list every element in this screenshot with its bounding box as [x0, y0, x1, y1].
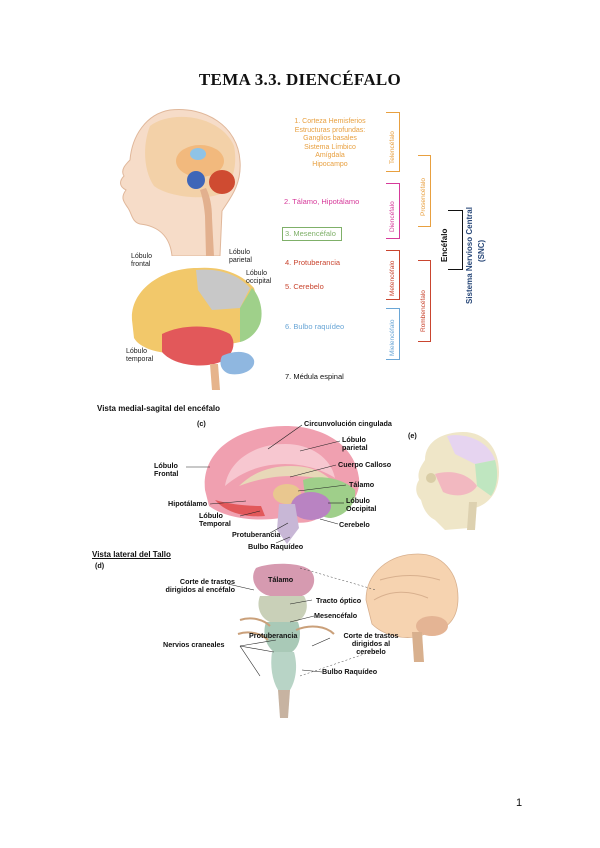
bracket-encefalo — [448, 210, 463, 270]
label-diencefalo: Diencéfalo — [389, 201, 396, 232]
label-snc-line1: Sistema Nervioso Central — [465, 207, 474, 304]
stem-label-corte-encefalo: Corte de trastos dirigidos al encéfalo — [165, 577, 236, 594]
item7-label: 7. Médula espinal — [285, 372, 344, 381]
lobe-label-temporal: Lóbulo temporal — [126, 348, 154, 363]
marker-e: (e) — [408, 431, 417, 440]
sag-label-cingulada: Circunvolución cingulada — [304, 419, 392, 428]
lobe-label-frontal: Lóbulo frontal — [131, 253, 153, 268]
label-encefalo: Encéfalo — [440, 228, 449, 262]
item2-label: 2. Tálamo, Hipotálamo — [284, 197, 360, 206]
item1-list: 1. Corteza Hemisferios Estructuras profu… — [282, 118, 378, 170]
item1-line-4: Sistema Límbico — [304, 143, 356, 151]
marker-c: (c) — [197, 419, 206, 428]
brainstem-figure — [237, 563, 335, 718]
item5-label: 5. Cerebelo — [285, 282, 324, 291]
page-number: 1 — [516, 797, 523, 809]
sag-label-parietal: Lóbulo parietal — [342, 435, 368, 452]
sag-label-hipotalamo: Hipotálamo — [168, 499, 208, 508]
stem-label-mesencefalo: Mesencéfalo — [314, 611, 358, 620]
page-title: TEMA 3.3. DIENCÉFALO — [198, 70, 402, 89]
item1-line-6: Hipocampo — [312, 160, 348, 168]
head-profile-figure — [120, 108, 241, 256]
section-title-stem: Vista lateral del Tallo — [92, 550, 171, 559]
bracket-mielencefalo — [386, 308, 400, 360]
label-mielencefalo: Mielencéfalo — [389, 319, 396, 357]
item1-line-5: Amígdala — [315, 152, 345, 160]
label-metencefalo: Metencéfalo — [389, 260, 396, 296]
item1-line-1: 1. Corteza Hemisferios — [294, 118, 366, 125]
bracket-telencefalo — [386, 112, 400, 172]
sag-label-temporal: Lóbulo Temporal — [199, 511, 231, 528]
bracket-prosencefalo — [418, 155, 431, 227]
sagittal-leader-lines — [186, 424, 347, 544]
label-prosencefalo: Prosencéfalo — [420, 178, 427, 216]
sag-label-cerebelo: Cerebelo — [339, 520, 370, 529]
sag-label-occipital: Lóbulo Occipital — [346, 496, 377, 513]
marker-d: (d) — [95, 561, 105, 570]
item1-line-3: Ganglios basales — [303, 135, 357, 143]
label-telencefalo: Telencéfalo — [389, 131, 396, 164]
sag-label-calloso: Cuerpo Calloso — [338, 460, 392, 469]
stem-label-talamo: Tálamo — [268, 575, 294, 584]
sag-label-talamo: Tálamo — [349, 480, 375, 489]
bracket-rombencefalo — [418, 260, 431, 342]
sag-label-bulbo: Bulbo Raquídeo — [248, 542, 304, 551]
bracket-mesencefalo — [282, 227, 342, 241]
stem-label-bulbo: Bulbo Raquídeo — [322, 667, 378, 676]
item3-label: 3. Mesencéfalo — [285, 229, 336, 238]
stem-label-nervios: Nervios craneales — [163, 640, 225, 649]
brain-lobes-figure — [131, 267, 262, 390]
item1-line-2: Estructuras profundas: — [294, 126, 366, 134]
bracket-metencefalo — [386, 250, 400, 300]
item4-label: 4. Protuberancia — [285, 258, 341, 267]
lobe-label-parietal: Lóbulo parietal — [229, 249, 252, 264]
section-title-sagittal: Vista medial-sagital del encéfalo — [97, 404, 221, 413]
skull-figure — [416, 432, 499, 530]
label-rombencefalo: Rombencéfalo — [420, 290, 427, 332]
sagittal-brain-figure — [204, 426, 360, 544]
stem-label-tracto: Tracto óptico — [316, 596, 362, 605]
lobe-label-occipital: Lóbulo occipital — [246, 270, 272, 285]
label-snc-line2: (SNC) — [477, 239, 486, 262]
sag-label-protuberancia: Protuberancia — [232, 530, 281, 539]
stem-label-corte-cerebelo: Corte de trastos dirigidos al cerebelo — [343, 631, 399, 656]
stem-leader-lines — [227, 567, 377, 677]
bracket-diencefalo — [386, 183, 400, 239]
lateral-brain-figure — [365, 553, 459, 662]
stem-label-protuberancia: Protuberancia — [249, 631, 298, 640]
item6-label: 6. Bulbo raquídeo — [285, 322, 345, 331]
sag-label-frontal: Lóbulo Frontal — [154, 461, 179, 478]
